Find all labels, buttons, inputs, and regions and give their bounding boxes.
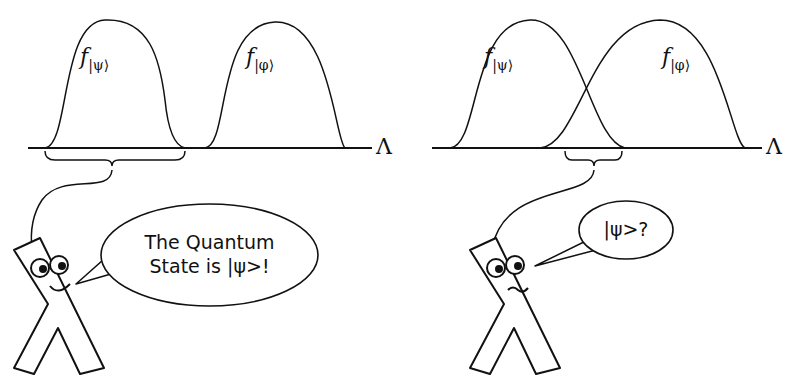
eye: [506, 256, 524, 274]
function-label: f|ψ⟩: [484, 46, 513, 72]
pupil: [40, 266, 46, 272]
smile: [50, 284, 70, 291]
speech-text: The Quantum State is |ψ>!: [135, 231, 285, 279]
lambda-body: [14, 238, 104, 374]
bubble-ellipse: [101, 204, 318, 306]
pupil: [515, 263, 521, 269]
distribution-curve: [45, 20, 185, 148]
speech-bubble: |ψ>?: [578, 200, 674, 260]
bracket: [45, 151, 185, 166]
axis: [432, 147, 762, 149]
ket-subscript: |φ⟩: [670, 57, 690, 73]
ket-subscript: |ψ⟩: [492, 57, 513, 73]
curly-arrow: [492, 170, 594, 248]
ket-subscript: |φ⟩: [254, 57, 274, 73]
curly-arrow: [31, 170, 112, 250]
eye: [31, 259, 49, 277]
eye: [487, 259, 505, 277]
distribution-curve: [450, 20, 625, 148]
axis: [28, 147, 372, 149]
function-symbol: f: [484, 44, 492, 69]
frown: [508, 288, 528, 292]
distribution-curve: [205, 22, 345, 148]
pupil: [496, 266, 502, 272]
speech-bubble: The Quantum State is |ψ>!: [100, 203, 319, 307]
function-label: f|φ⟩: [662, 46, 690, 72]
lambda-character: [14, 238, 104, 374]
eye: [50, 256, 68, 274]
bubble-ellipse: [579, 201, 673, 259]
function-symbol: f: [246, 44, 254, 69]
bracket: [565, 151, 622, 166]
speech-text: |ψ>?: [604, 218, 649, 242]
function-label: f|ψ⟩: [80, 46, 109, 72]
function-symbol: f: [80, 44, 88, 69]
lambda-body: [470, 238, 560, 374]
pupil: [59, 263, 65, 269]
axis-label: Λ: [376, 136, 392, 158]
function-symbol: f: [662, 44, 670, 69]
lambda-character: [470, 238, 560, 374]
ket-subscript: |ψ⟩: [88, 57, 109, 73]
distribution-curve: [540, 20, 745, 148]
bubble-content: |ψ>?: [578, 200, 674, 260]
axis-label: Λ: [766, 136, 782, 158]
function-label: f|φ⟩: [246, 46, 274, 72]
bubble-content: The Quantum State is |ψ>!: [100, 203, 319, 307]
